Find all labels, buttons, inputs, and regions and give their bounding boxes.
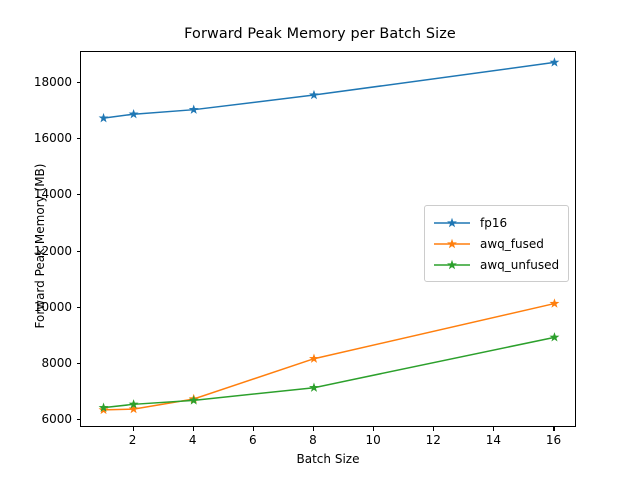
plot-lines xyxy=(98,57,560,415)
y-tick-label: 6000 xyxy=(41,412,72,427)
x-axis-label: Batch Size xyxy=(296,452,360,466)
chart-title: Forward Peak Memory per Batch Size xyxy=(184,26,456,42)
legend-swatch xyxy=(433,236,471,252)
x-tick-label: 10 xyxy=(365,433,381,447)
x-tick-label: 2 xyxy=(128,433,137,447)
data-point-marker xyxy=(128,399,139,409)
x-tick-label: 4 xyxy=(188,433,197,447)
legend: fp16 awq_fused awq_unfused xyxy=(424,205,570,282)
data-point-marker xyxy=(98,112,109,123)
series-line xyxy=(103,61,555,119)
series-fp16 xyxy=(98,57,560,123)
data-point-marker xyxy=(128,403,139,414)
data-point-marker xyxy=(188,395,199,405)
x-tick-label: 12 xyxy=(425,433,441,447)
legend-swatch xyxy=(433,215,471,231)
data-point-marker xyxy=(549,332,560,342)
x-tick-label: 6 xyxy=(249,433,257,447)
legend-label: awq_fused xyxy=(480,236,544,251)
data-point-marker xyxy=(549,57,560,67)
y-axis-label: Forward Peak Memory (MB) xyxy=(33,163,47,329)
legend-label: fp16 xyxy=(480,215,508,230)
data-point-marker xyxy=(188,104,199,114)
legend-item-awq_fused: awq_fused xyxy=(433,233,559,254)
legend-swatch xyxy=(433,257,471,273)
series-line xyxy=(103,302,555,411)
legend-item-fp16: fp16 xyxy=(433,212,559,233)
x-tick-label: 14 xyxy=(485,433,501,447)
data-point-marker xyxy=(549,298,560,308)
series-awq_unfused xyxy=(98,332,560,412)
legend-label: awq_unfused xyxy=(480,257,560,272)
data-point-marker xyxy=(309,353,319,363)
legend-item-awq_unfused: awq_unfused xyxy=(433,254,559,275)
series-line xyxy=(103,336,555,409)
data-point-marker xyxy=(128,108,139,119)
x-tick-label: 16 xyxy=(545,433,562,447)
series-awq_fused xyxy=(98,298,560,415)
data-point-marker xyxy=(309,89,319,100)
y-tick-label: 18000 xyxy=(33,74,72,89)
data-point-marker xyxy=(98,402,109,412)
data-point-marker xyxy=(309,382,319,392)
x-tick-label: 8 xyxy=(309,433,317,447)
